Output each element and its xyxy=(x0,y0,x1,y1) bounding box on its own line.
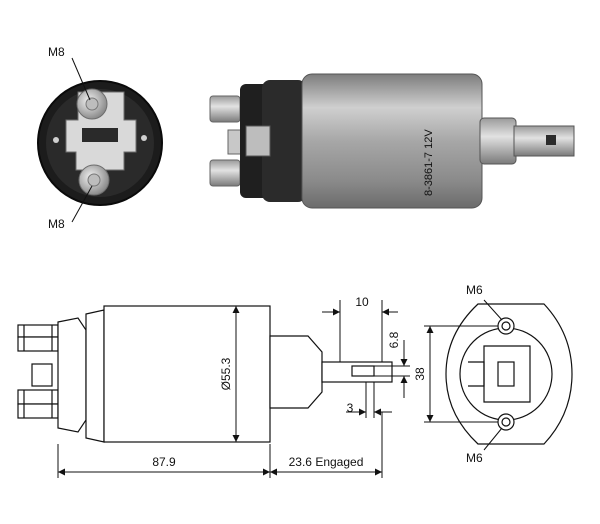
terminal-bottom-label: M8 xyxy=(48,217,65,231)
side-view-photo: 8-3861-7 12V xyxy=(209,73,575,209)
dimensions xyxy=(57,300,410,478)
diameter-dimension-label: Ø55.3 xyxy=(219,357,233,390)
terminal-bottom-photo xyxy=(78,164,110,196)
hole-spacing-label: 38 xyxy=(413,367,427,381)
tab-offset-label: 3 xyxy=(347,401,354,415)
solenoid-can-photo xyxy=(301,73,483,209)
tab-width-label: 10 xyxy=(355,295,369,309)
terminal-top-photo xyxy=(76,88,108,120)
mount-top-label: M6 xyxy=(466,283,483,297)
end-view-photo: M8 M8 xyxy=(37,45,163,231)
mount-bottom-label: M6 xyxy=(466,451,483,465)
front-view-drawing xyxy=(424,299,573,451)
terminal-top-label: M8 xyxy=(48,45,65,59)
solenoid-body-drawing xyxy=(103,305,271,443)
length-dimension-label: 87.9 xyxy=(152,455,176,469)
mount-hole-bottom xyxy=(497,413,515,431)
mount-hole-top xyxy=(497,317,515,335)
engaged-dimension-label: 23.6 Engaged xyxy=(289,455,364,469)
casing-marking: 8-3861-7 12V xyxy=(423,129,435,196)
side-view-drawing xyxy=(17,305,393,443)
tab-height-label: 6.8 xyxy=(387,331,401,348)
